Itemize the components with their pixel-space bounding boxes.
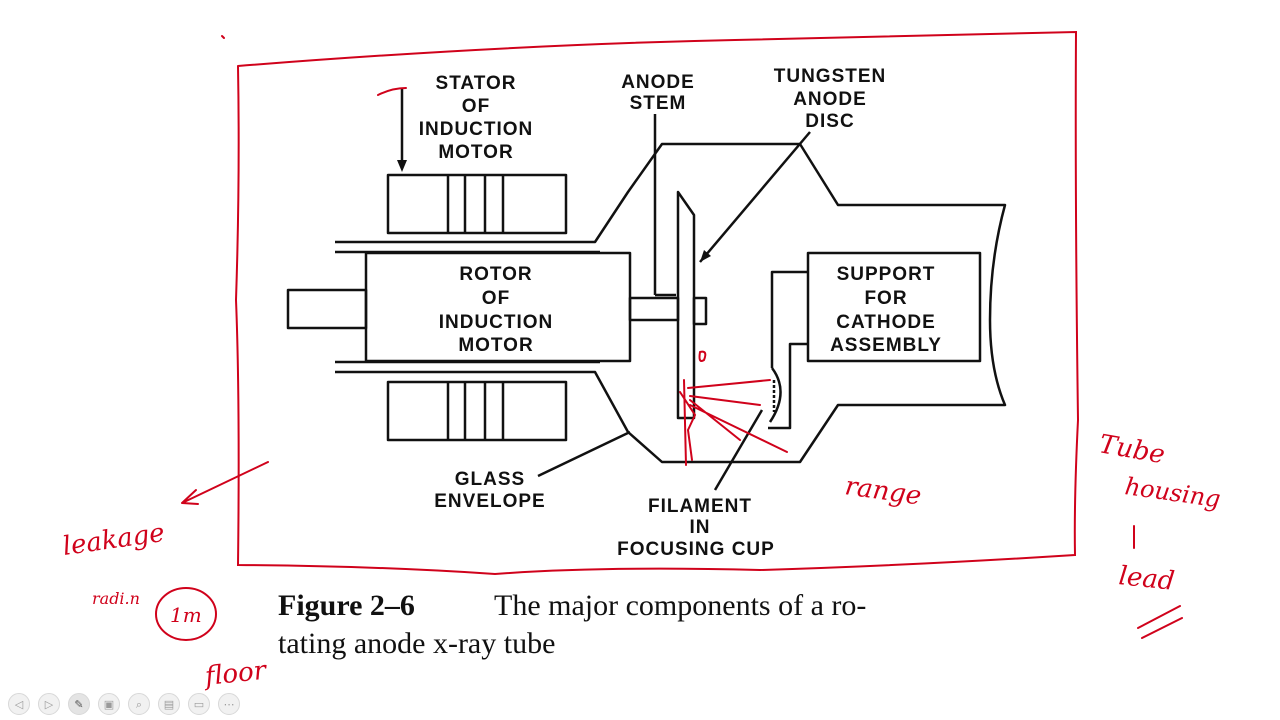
stator-lower-block (386, 380, 568, 442)
svg-text:ASSEMBLY: ASSEMBLY (830, 335, 942, 356)
svg-text:STEM: STEM (630, 93, 687, 114)
annotation-xray-rays (679, 350, 788, 466)
svg-text:tating anode x-ray tube: tating anode x-ray tube (278, 627, 555, 660)
figure-caption: Figure 2–6 The major components of a ro-… (278, 589, 866, 660)
next-slide-icon[interactable]: ▷ (38, 693, 60, 715)
svg-text:housing: housing (1123, 472, 1222, 513)
svg-text:range: range (843, 471, 923, 511)
more-options-icon[interactable]: ⋯ (218, 693, 240, 715)
anode-stem-label: ANODE STEM (621, 72, 695, 114)
prev-slide-icon[interactable]: ◁ (8, 693, 30, 715)
zoom-icon[interactable]: ⌕ (128, 693, 150, 715)
camera-icon[interactable]: ▭ (188, 693, 210, 715)
svg-text:MOTOR: MOTOR (438, 142, 513, 163)
svg-text:The major components of a ro-: The major components of a ro- (494, 589, 866, 622)
diagram-drawing: STATOR OF INDUCTION MOTOR ANODE STEM TUN… (278, 66, 1007, 660)
anode-hub (692, 296, 708, 326)
svg-text:FOR: FOR (864, 288, 907, 309)
pen-icon[interactable]: ✎ (68, 693, 90, 715)
svg-text:Figure 2–6: Figure 2–6 (278, 589, 415, 622)
slides-icon[interactable]: ▣ (98, 693, 120, 715)
filament-label: FILAMENT IN FOCUSING CUP (617, 496, 775, 560)
svg-text:FILAMENT: FILAMENT (648, 496, 752, 517)
svg-text:ANODE: ANODE (621, 72, 695, 93)
svg-text:ANODE: ANODE (793, 89, 867, 110)
svg-text:GLASS: GLASS (455, 469, 525, 490)
support-label: SUPPORT FOR CATHODE ASSEMBLY (830, 264, 942, 356)
subtitles-icon[interactable]: ▤ (158, 693, 180, 715)
svg-text:Tube: Tube (1097, 429, 1167, 470)
svg-text:FOCUSING CUP: FOCUSING CUP (617, 539, 775, 560)
svg-text:ENVELOPE: ENVELOPE (434, 491, 545, 512)
slideshow-toolbar: ◁ ▷ ✎ ▣ ⌕ ▤ ▭ ⋯ (8, 692, 240, 716)
annotation-frame (234, 30, 1080, 576)
leader-lines (397, 88, 811, 491)
svg-text:SUPPORT: SUPPORT (837, 264, 936, 285)
rotor (286, 251, 680, 363)
svg-text:radi.n: radi.n (92, 589, 140, 608)
svg-text:INDUCTION: INDUCTION (419, 119, 534, 140)
stator-upper-block (386, 173, 568, 235)
svg-text:lead: lead (1117, 561, 1176, 597)
svg-text:IN: IN (690, 517, 711, 538)
svg-text:CATHODE: CATHODE (836, 312, 936, 333)
svg-text:OF: OF (482, 288, 510, 309)
svg-text:TUNGSTEN: TUNGSTEN (774, 66, 887, 87)
stator-label: STATOR OF INDUCTION MOTOR (419, 73, 534, 163)
svg-text:floor: floor (202, 656, 269, 693)
glass-envelope-outline (335, 142, 1007, 464)
svg-text:STATOR: STATOR (436, 73, 517, 94)
anode-disc (676, 190, 696, 420)
svg-text:ROTOR: ROTOR (459, 264, 532, 285)
cathode-support (768, 251, 982, 430)
svg-text:MOTOR: MOTOR (458, 335, 533, 356)
svg-text:leakage: leakage (61, 518, 167, 562)
svg-text:1m: 1m (170, 603, 202, 627)
svg-text:DISC: DISC (805, 111, 854, 132)
rotor-label: ROTOR OF INDUCTION MOTOR (439, 264, 554, 356)
svg-text:OF: OF (462, 96, 490, 117)
svg-text:INDUCTION: INDUCTION (439, 312, 554, 333)
glass-envelope-label: GLASS ENVELOPE (434, 469, 545, 512)
leakage-arrow (181, 461, 269, 505)
tungsten-label: TUNGSTEN ANODE DISC (774, 66, 887, 132)
